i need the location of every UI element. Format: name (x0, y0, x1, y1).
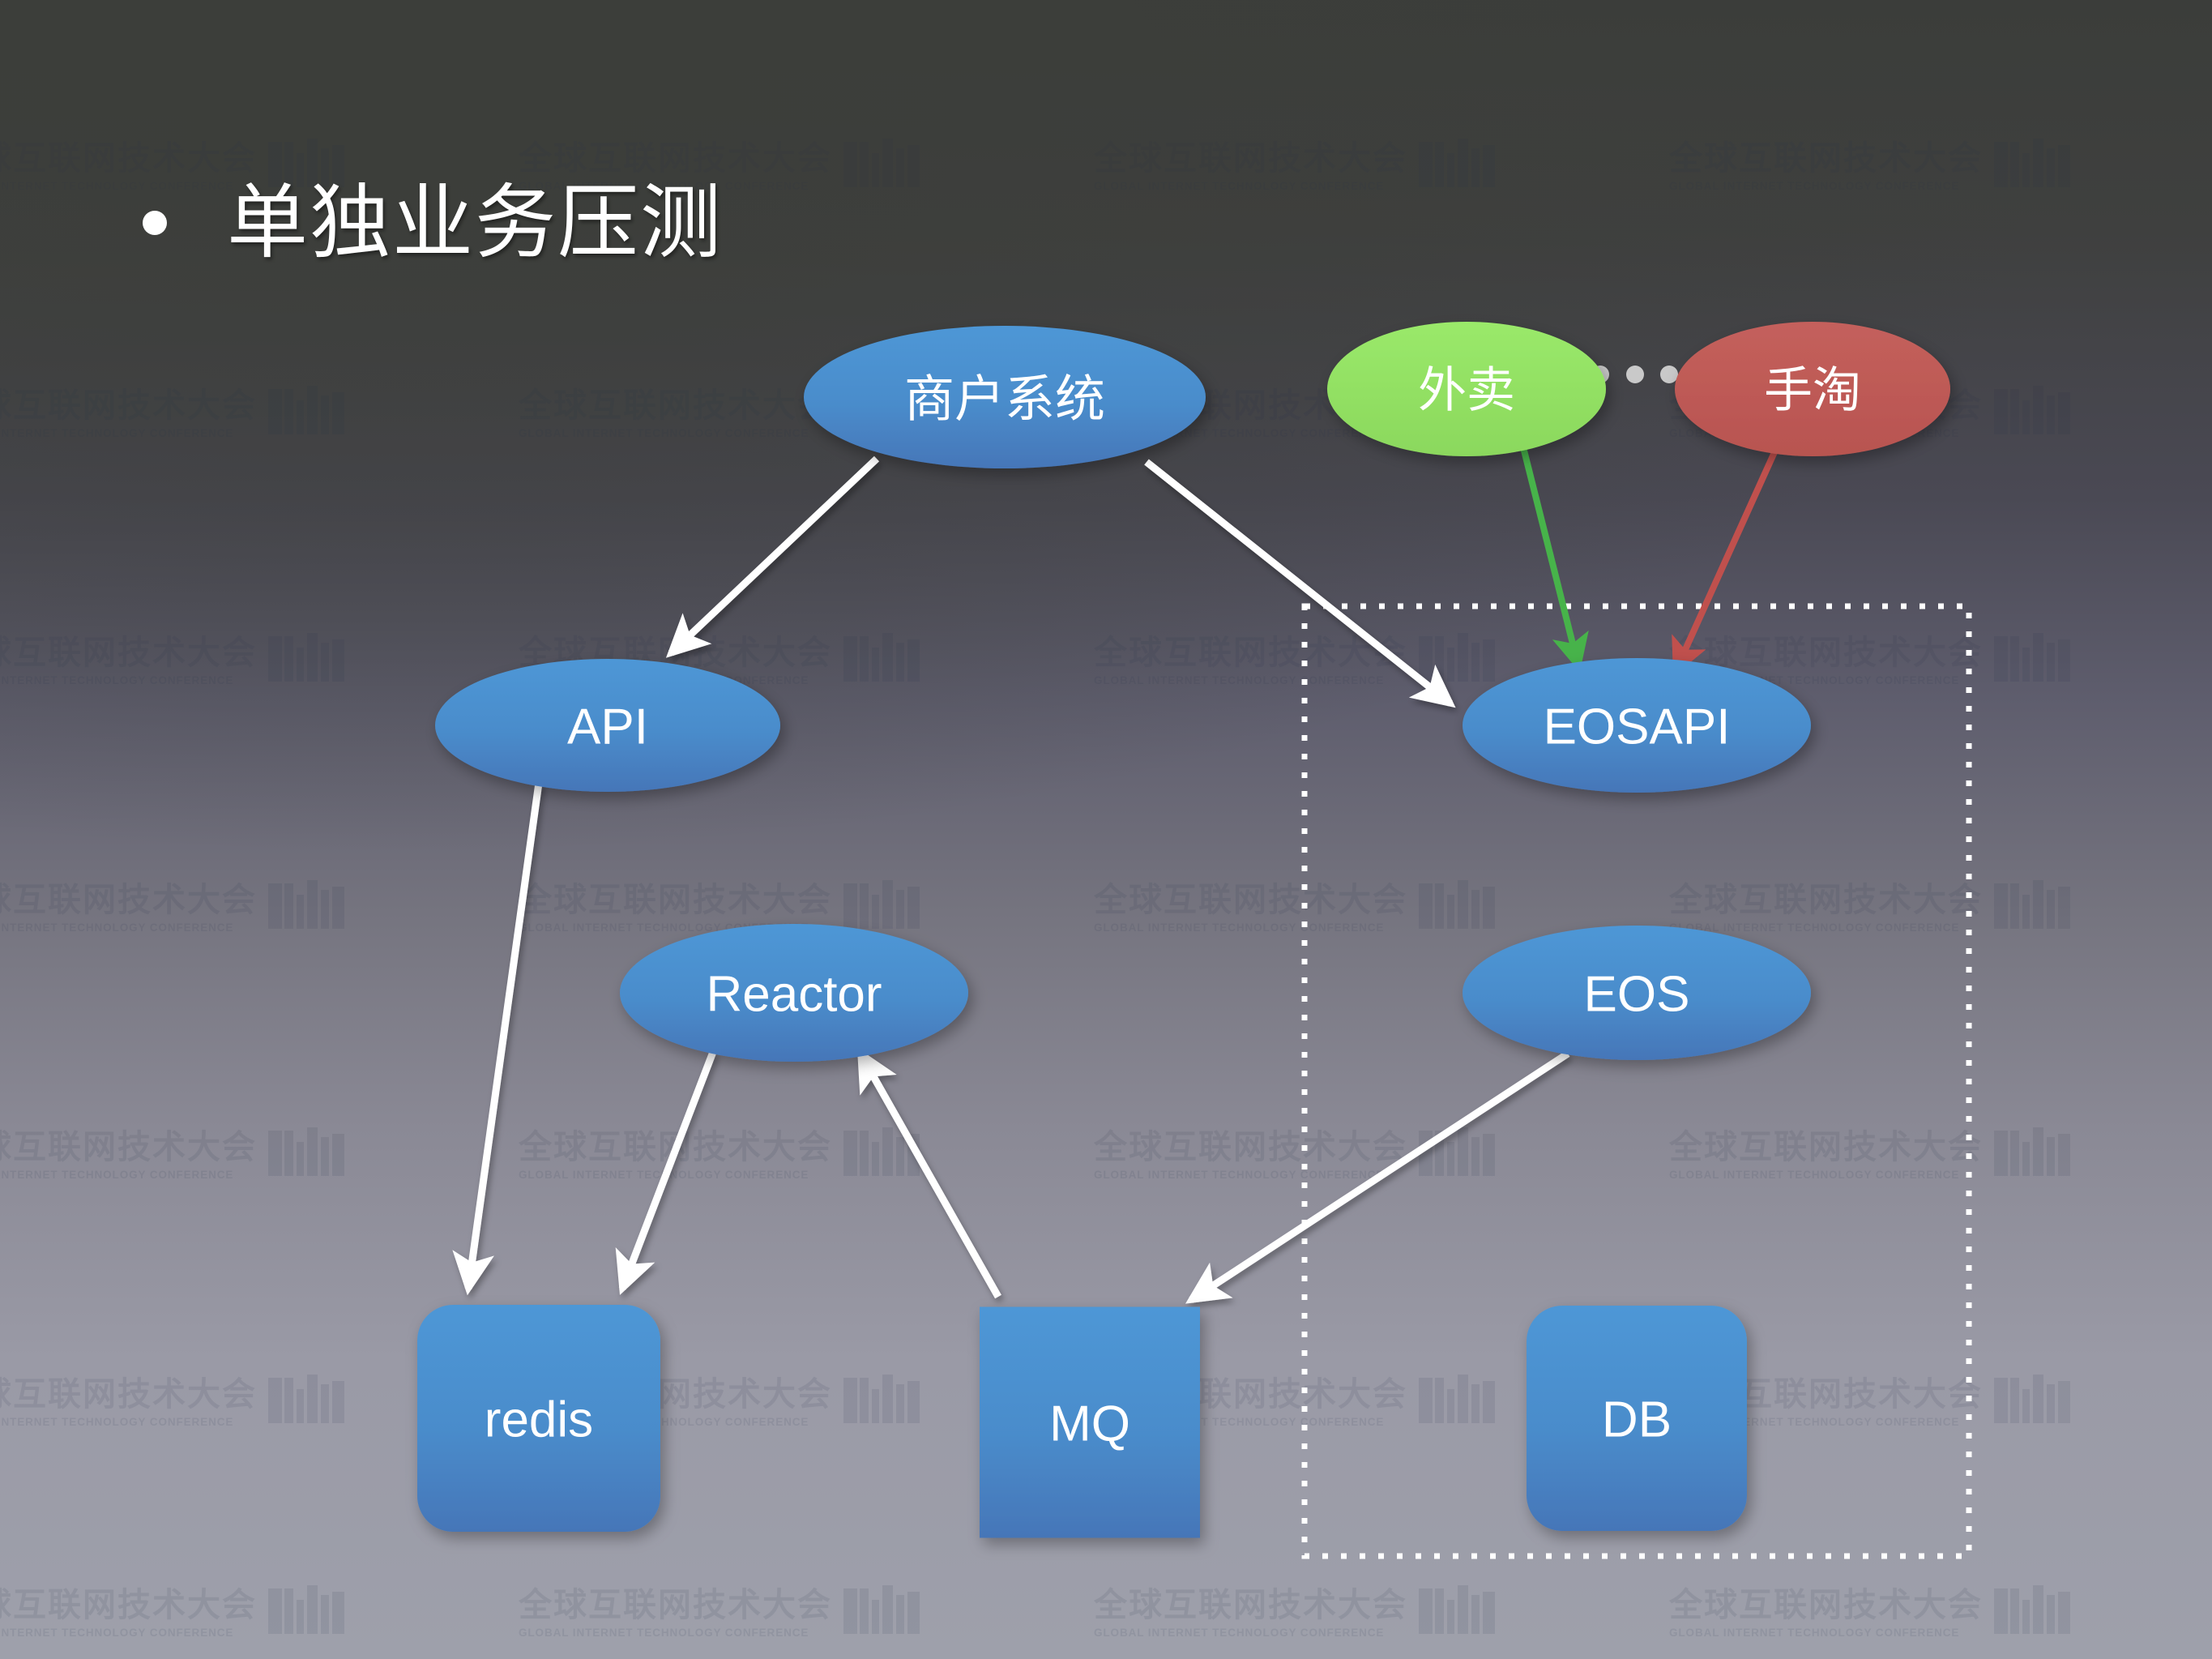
node-label-shoutao: 手淘 (1764, 362, 1861, 419)
edge-reactor-to-redis (615, 1050, 717, 1295)
node-eos[interactable]: EOS (1463, 926, 1811, 1060)
node-shape-eosapi (1463, 658, 1811, 793)
node-label-eosapi: EOSAPI (1544, 699, 1731, 755)
edge-merchant-to-api (665, 455, 880, 658)
node-label-merchant: 商户系统 (904, 370, 1105, 429)
node-waimai[interactable]: 外卖 (1327, 322, 1606, 456)
node-label-eos: EOS (1584, 967, 1690, 1023)
edge-mq-to-reactor (856, 1047, 1001, 1299)
node-reactor[interactable]: Reactor (620, 924, 968, 1062)
node-label-waimai: 外卖 (1418, 362, 1515, 419)
node-label-api: API (567, 699, 648, 755)
edge-shoutao-to-eosapi (1672, 451, 1778, 677)
node-label-redis: redis (485, 1392, 593, 1448)
node-shape-eos (1463, 926, 1811, 1060)
node-label-db: DB (1602, 1392, 1672, 1448)
node-shape-db (1527, 1306, 1747, 1531)
edge-api-to-redis (452, 782, 543, 1296)
node-db[interactable]: DB (1527, 1306, 1747, 1531)
edge-eos-to-mq (1185, 1050, 1570, 1304)
node-shape-shoutao (1675, 322, 1950, 456)
node-merchant[interactable]: 商户系统 (804, 326, 1206, 468)
node-redis[interactable]: redis (417, 1305, 660, 1532)
node-shape-mq (980, 1306, 1200, 1538)
node-label-reactor: Reactor (706, 967, 882, 1023)
node-shape-reactor (620, 924, 968, 1062)
boundary-dotted-rect (1301, 603, 1972, 1559)
edge-merchant-to-eosapi (1144, 459, 1456, 708)
node-mq[interactable]: MQ (980, 1306, 1200, 1538)
node-api[interactable]: API (435, 659, 780, 792)
node-shape-merchant (804, 326, 1206, 468)
connector-dot-3 (1660, 366, 1678, 383)
slide-title-row: 单独业务压测 (143, 182, 723, 263)
eos-subsystem-boundary (1301, 603, 1972, 1559)
nodes-group: 商户系统 外卖 手淘 API EOSAPI Reactor EOS redis MQ DB (417, 322, 1950, 1538)
connector-dot-2 (1626, 366, 1644, 383)
node-eosapi[interactable]: EOSAPI (1463, 658, 1811, 793)
bullet-point-icon (143, 211, 167, 235)
node-shape-redis (417, 1305, 660, 1532)
load-arrows-group (880, 130, 1113, 311)
edge-waimai-to-eosapi (1520, 447, 1589, 673)
node-shape-api (435, 659, 780, 792)
node-label-mq: MQ (1049, 1396, 1130, 1452)
page-title: 单独业务压测 (227, 175, 723, 270)
node-shoutao[interactable]: 手淘 (1675, 322, 1950, 456)
node-shape-waimai (1327, 322, 1606, 456)
edges-group (452, 447, 1778, 1304)
